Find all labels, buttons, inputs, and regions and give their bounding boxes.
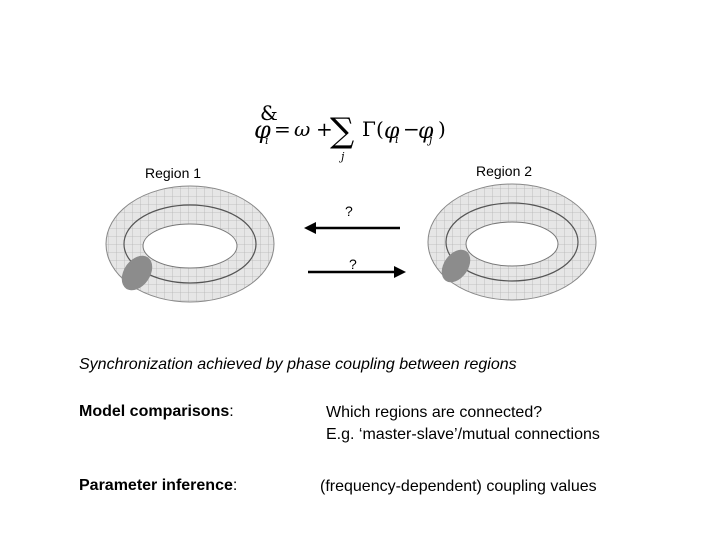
equation-gamma: Γ xyxy=(362,117,376,141)
model-comparisons-line-2: E.g. ‘master-slave’/mutual connections xyxy=(326,426,600,443)
torus-blob xyxy=(121,255,153,291)
equation-equals: = xyxy=(274,117,291,141)
equation-phi-j: φ xyxy=(418,119,434,144)
equation-close-paren: ) xyxy=(438,117,446,141)
parameter-inference-label-colon: : xyxy=(232,477,238,494)
parameter-inference-label: Parameter inference: xyxy=(79,477,237,495)
model-comparisons-label-bold: Model comparisons xyxy=(79,403,230,420)
model-comparisons-label-colon: : xyxy=(229,403,234,420)
parameter-inference-label-bold: Parameter inference xyxy=(79,477,233,494)
top-arrow-label: ? xyxy=(345,203,353,219)
equation-phi-j-sub: j xyxy=(426,133,433,146)
equation-phi-i: φ xyxy=(384,119,400,144)
equation-omega: ω xyxy=(294,117,310,141)
region-2-label: Region 2 xyxy=(476,163,533,179)
model-comparisons-value: Which regions are connected? E.g. ‘maste… xyxy=(326,402,600,446)
equation-open-paren: ( xyxy=(376,117,384,141)
synchronization-caption: Synchronization achieved by phase coupli… xyxy=(79,356,517,373)
model-comparisons-label: Model comparisons: xyxy=(79,403,234,421)
bottom-arrow-label: ? xyxy=(349,256,357,272)
torus-region-2 xyxy=(427,183,597,301)
equation-dot: & xyxy=(260,101,278,125)
equation-phi: φ xyxy=(254,116,271,144)
phase-equation: & φ i = ω + ∑ j Γ ( φ i − φ j ) xyxy=(254,101,446,163)
torus-body xyxy=(427,183,597,301)
arrow-region1-to-region2 xyxy=(308,266,406,278)
region-1-label: Region 1 xyxy=(145,165,202,181)
equation-plus: + xyxy=(316,117,333,141)
torus-blob xyxy=(441,249,471,283)
equation-phi-sub: i xyxy=(265,134,269,147)
torus-circuit-line xyxy=(123,204,257,284)
parameter-inference-line-1: (frequency-dependent) coupling values xyxy=(320,478,597,495)
torus-circuit-line xyxy=(445,202,579,282)
parameter-inference-value: (frequency-dependent) coupling values xyxy=(320,476,597,498)
torus-region-1 xyxy=(105,185,275,303)
equation-minus: − xyxy=(403,117,420,141)
equation-phi-i-sub: i xyxy=(395,133,399,146)
model-comparisons-line-1: Which regions are connected? xyxy=(326,404,543,421)
equation-sigma: ∑ xyxy=(330,111,354,151)
equation-sigma-sub: j xyxy=(338,150,345,163)
arrow-region2-to-region1 xyxy=(304,222,400,234)
